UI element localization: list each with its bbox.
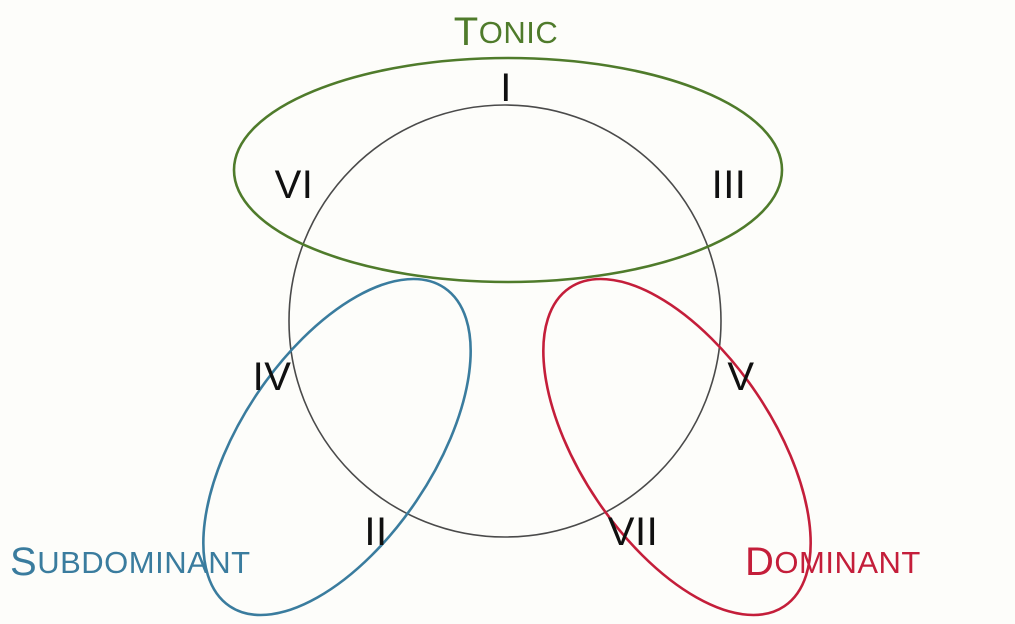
scale-degree-vi: VI — [275, 163, 314, 207]
scale-degree-v: V — [727, 355, 754, 399]
tonic-label-rest: ONIC — [479, 15, 559, 50]
scale-degree-iii: III — [712, 163, 747, 207]
subdominant-label-initial: S — [10, 540, 37, 584]
dominant-label: DOMINANT — [745, 540, 921, 584]
dominant-label-initial: D — [745, 540, 774, 584]
scale-degree-ii: II — [364, 510, 387, 554]
subdominant-region-ellipse[interactable] — [150, 234, 524, 624]
scale-degrees-circle — [288, 104, 722, 538]
scale-degree-i: I — [500, 66, 512, 110]
tonic-label-initial: T — [454, 10, 479, 54]
scale-degree-vii: VII — [608, 510, 658, 554]
tonic-label: TONIC — [454, 10, 558, 54]
subdominant-label-rest: UBDOMINANT — [37, 545, 250, 580]
scale-degree-iv: IV — [253, 355, 292, 399]
subdominant-label: SUBDOMINANT — [10, 540, 251, 584]
tonic-region-ellipse[interactable] — [232, 56, 784, 284]
dominant-region-ellipse[interactable] — [490, 234, 864, 624]
dominant-label-rest: OMINANT — [774, 545, 920, 580]
